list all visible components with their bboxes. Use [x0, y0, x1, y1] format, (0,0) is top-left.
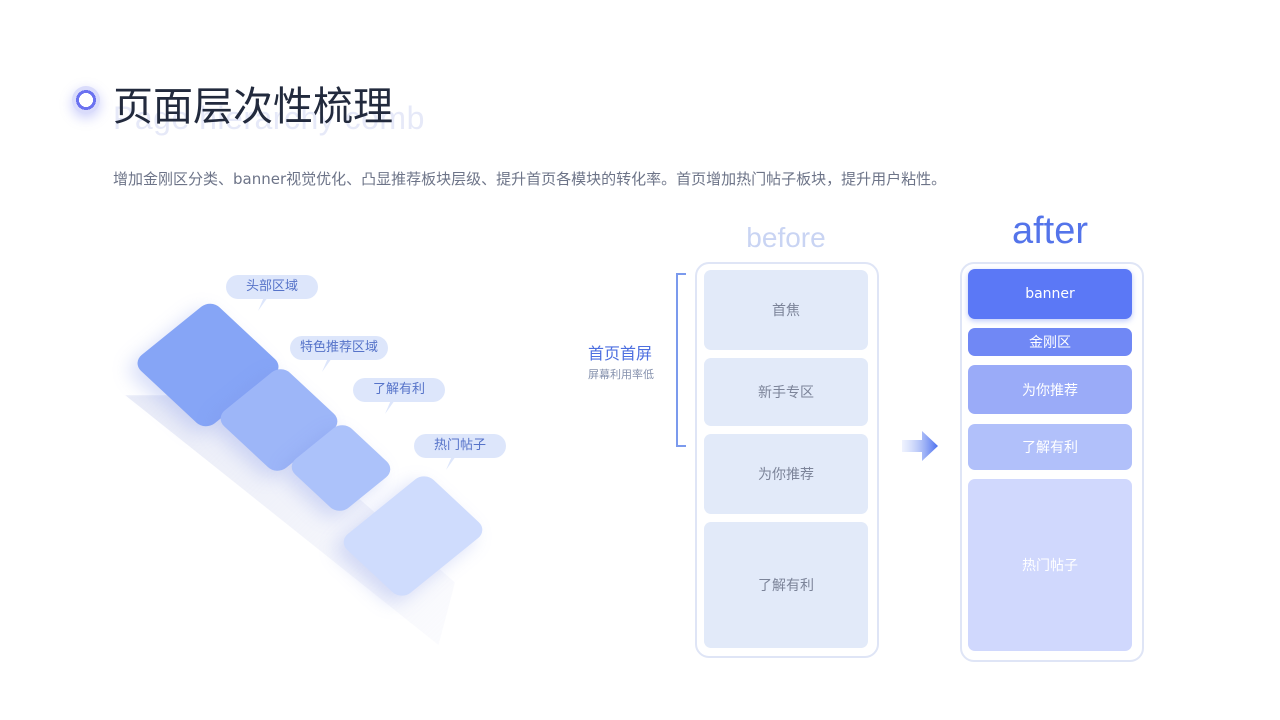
after-label: after [1011, 210, 1089, 252]
first-screen-subtitle: 屏幕利用率低 [588, 368, 654, 381]
page-title: 页面层次性梳理 [113, 84, 393, 130]
page-description: 增加金刚区分类、banner视觉优化、凸显推荐板块层级、提升首页各模块的转化率。… [113, 170, 947, 188]
before-label: before [746, 222, 826, 253]
page-subtitle: Page hierarchy comb [113, 100, 425, 136]
before-block-learn: 了解有利 [704, 522, 868, 648]
arrow-right-icon [902, 431, 938, 461]
before-block-recommend: 为你推荐 [704, 434, 868, 514]
before-block-newbie: 新手专区 [704, 358, 868, 426]
after-block-kingkong: 金刚区 [968, 328, 1132, 356]
first-screen-title: 首页首屏 [588, 344, 653, 363]
label-bubble-header: 头部区域 [226, 275, 318, 299]
after-block-learn: 了解有利 [968, 424, 1132, 470]
label-bubble-featured: 特色推荐区域 [290, 336, 388, 360]
label-bubble-learn: 了解有利 [353, 378, 445, 402]
after-block-hot-posts: 热门帖子 [968, 479, 1132, 651]
title-marker-icon [72, 86, 100, 114]
first-screen-bracket [676, 273, 686, 447]
label-bubble-hot-posts: 热门帖子 [414, 434, 506, 458]
before-block-focus: 首焦 [704, 270, 868, 350]
after-block-banner: banner [968, 269, 1132, 319]
after-block-recommend: 为你推荐 [968, 365, 1132, 414]
